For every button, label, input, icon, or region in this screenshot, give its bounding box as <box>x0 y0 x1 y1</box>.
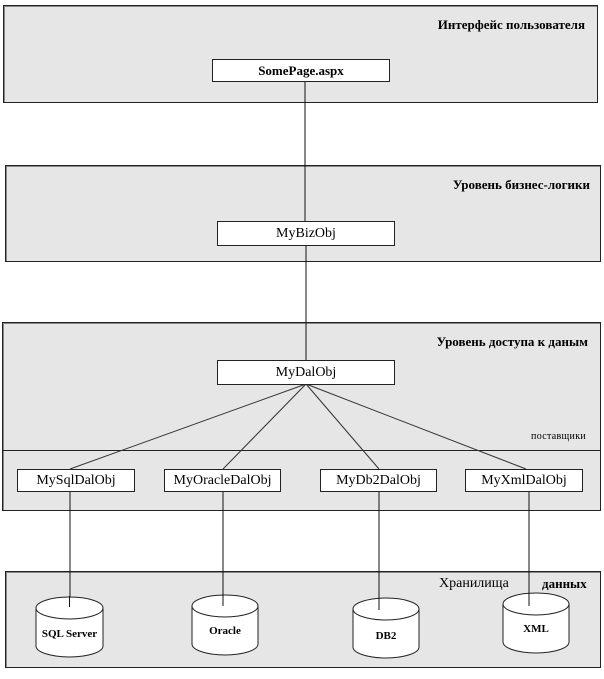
provider-mysql: MySqlDalObj <box>17 469 135 492</box>
database-cylinder-icon <box>191 594 259 656</box>
store-label: Oracle <box>209 625 241 637</box>
storage-title-part1: Хранилища <box>439 576 509 591</box>
ui-layer-panel: Интерфейс пользователя <box>3 5 598 103</box>
store-db2: DB2 <box>352 597 420 660</box>
storage-layer-panel: Хранилища данных <box>5 571 601 668</box>
ui-layer-title: Интерфейс пользователя <box>437 17 585 32</box>
store-label: DB2 <box>375 630 397 642</box>
mybizobj-component: MyBizObj <box>217 221 395 246</box>
database-cylinder-icon <box>502 592 570 654</box>
providers-label: поставщики <box>531 431 586 442</box>
business-layer-title: Уровень бизнес-логики <box>452 177 590 192</box>
mydalobj-component: MyDalObj <box>217 360 395 385</box>
business-layer-panel: Уровень бизнес-логики <box>5 165 601 262</box>
storage-title-part2: данных <box>542 576 587 591</box>
database-cylinder-icon <box>352 597 420 659</box>
store-sql-server: SQL Server <box>35 596 104 659</box>
database-cylinder-icon <box>35 596 104 658</box>
provider-db2: MyDb2DalObj <box>320 469 437 492</box>
store-oracle: Oracle <box>191 594 259 657</box>
store-label: XML <box>523 623 549 635</box>
data-access-layer-title: Уровень доступа к даным <box>436 334 588 349</box>
provider-oracle: MyOracleDalObj <box>164 469 281 492</box>
provider-xml: MyXmlDalObj <box>465 469 583 492</box>
somepage-component: SomePage.aspx <box>212 59 390 82</box>
store-label: SQL Server <box>41 628 98 640</box>
store-xml: XML <box>502 592 570 655</box>
providers-divider <box>3 450 601 451</box>
